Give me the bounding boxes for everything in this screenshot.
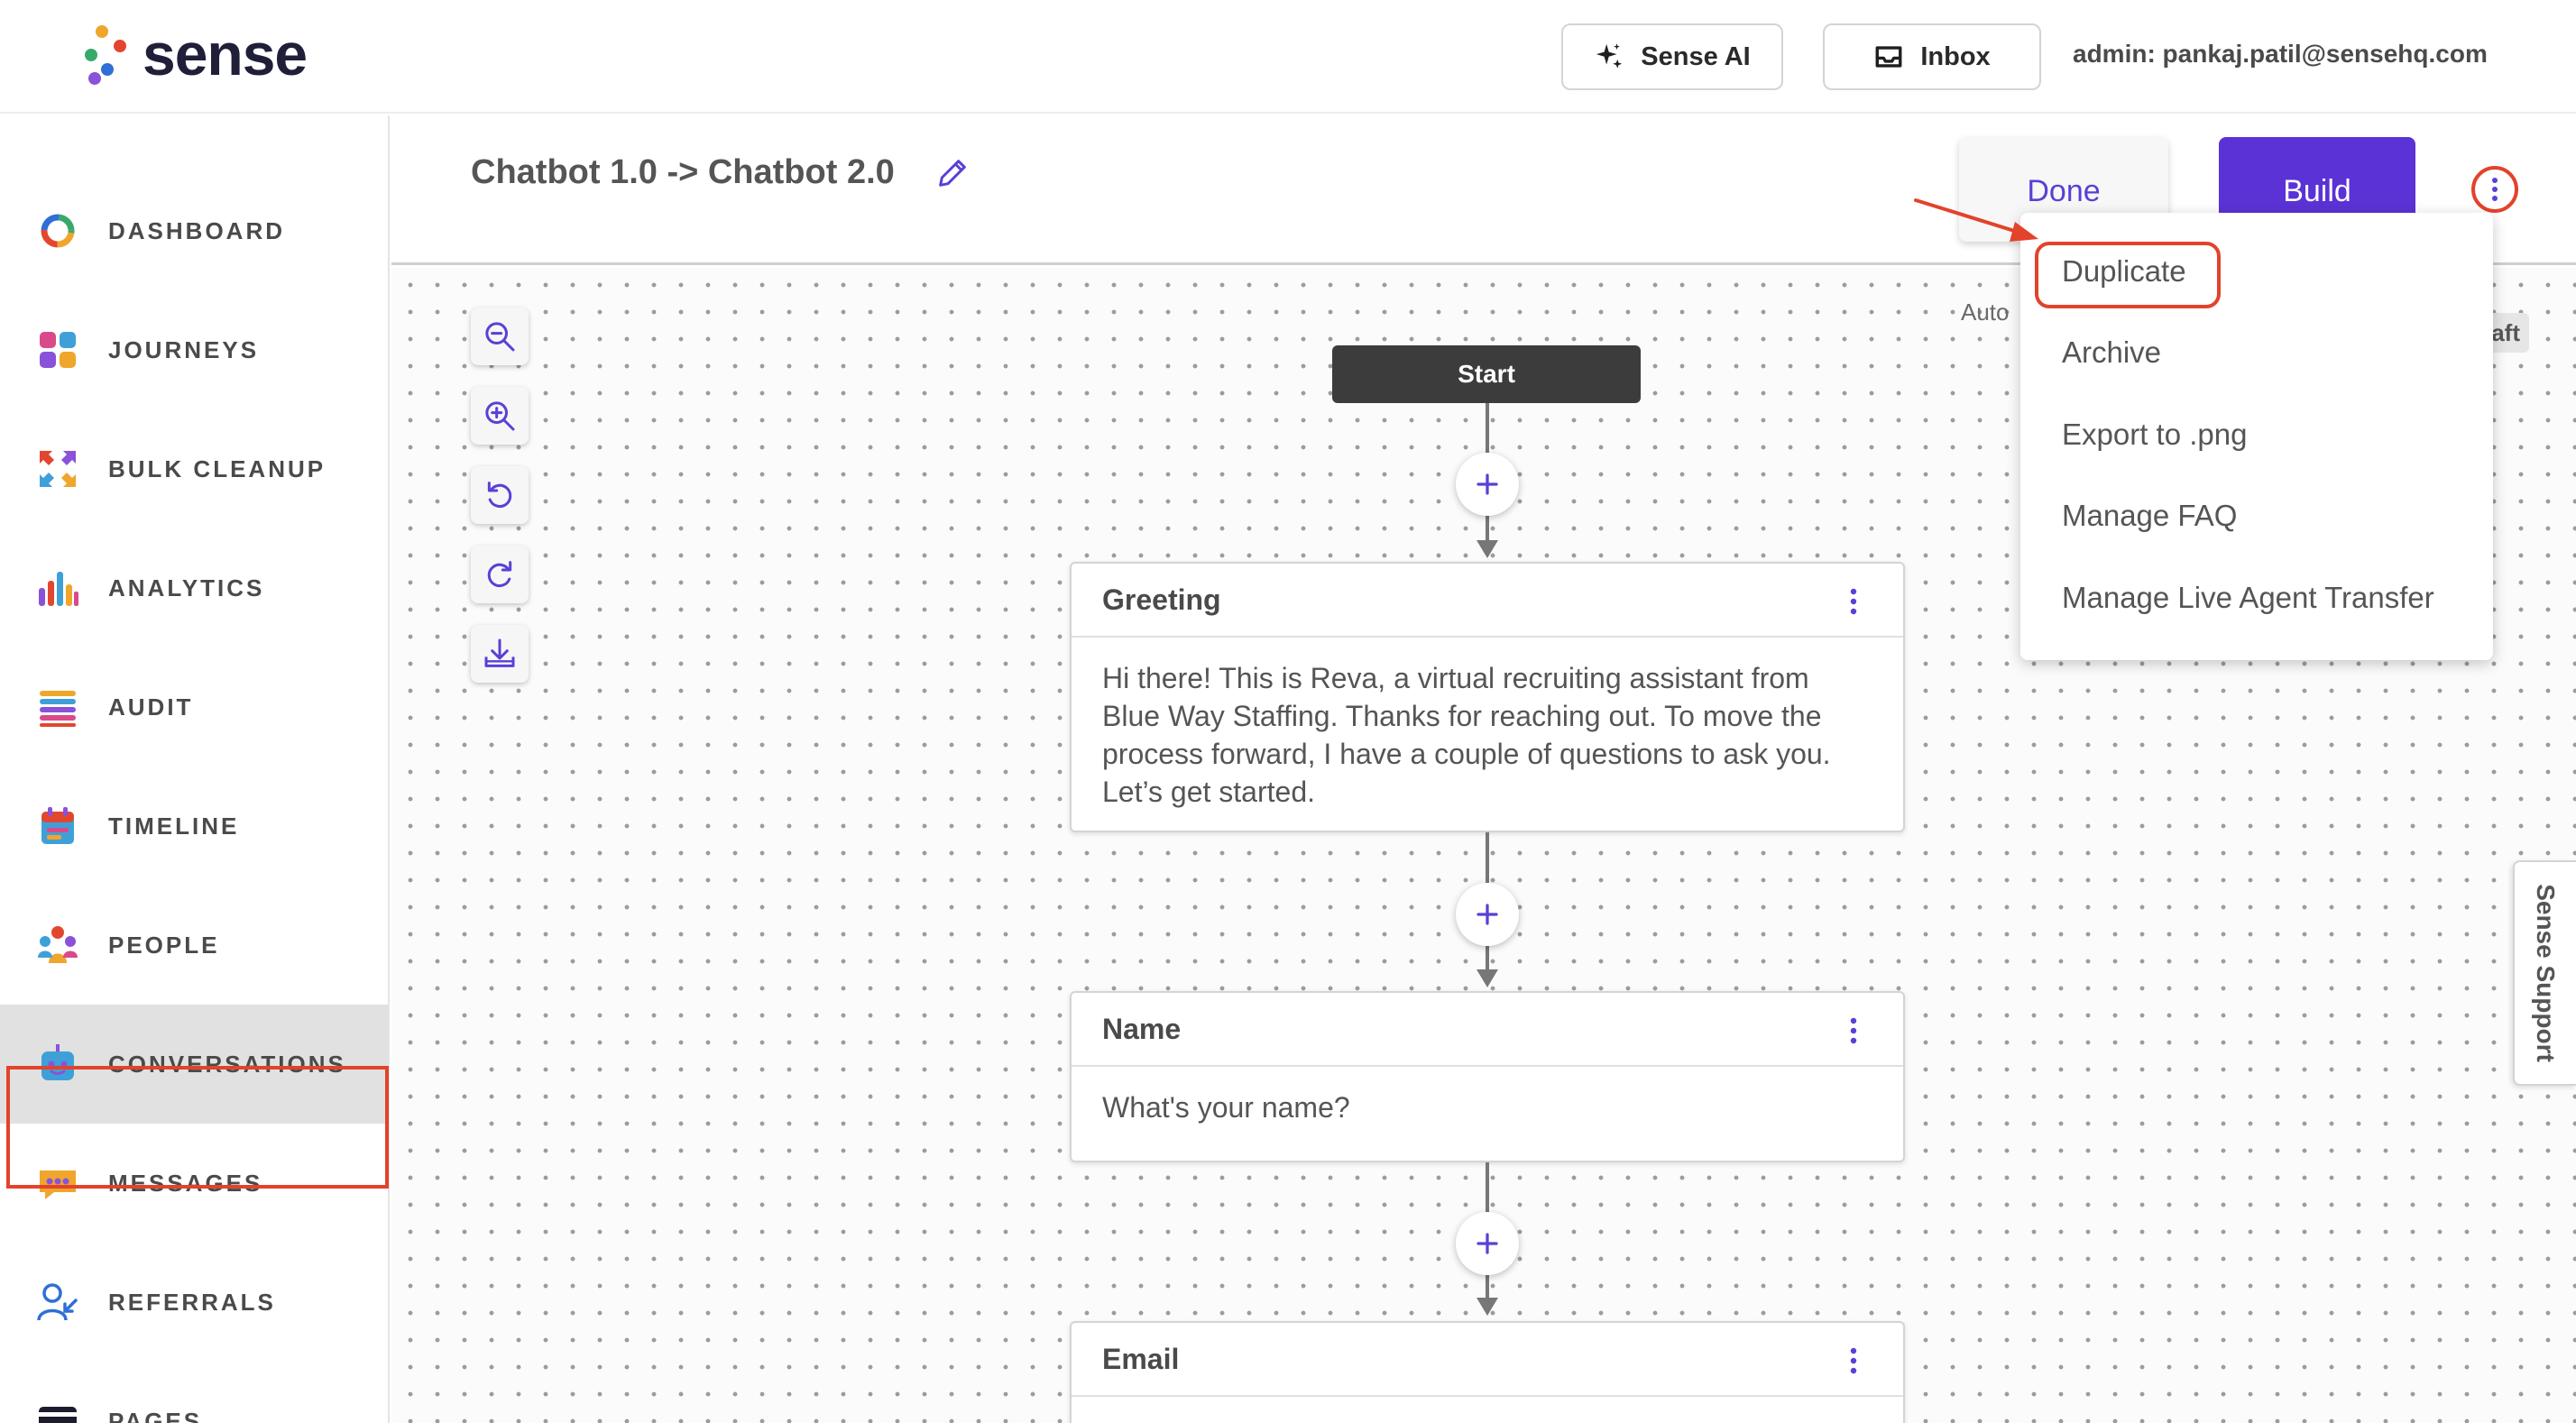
menu-item-duplicate[interactable]: Duplicate	[2062, 254, 2186, 288]
pencil-edit-icon[interactable]	[934, 155, 971, 191]
conversations-bot-icon	[41, 1044, 74, 1080]
menu-item-archive[interactable]: Archive	[2062, 335, 2162, 369]
annotation-arrow-icon	[1914, 198, 2038, 242]
logo-dots-icon	[83, 22, 128, 87]
sidebar-item-label: PEOPLE	[108, 931, 220, 959]
plus-icon	[1477, 1233, 1498, 1254]
connector-line	[1486, 1162, 1489, 1226]
zoom-out-button[interactable]	[471, 308, 529, 365]
connector-line	[1486, 832, 1489, 895]
zoom-in-button[interactable]	[471, 387, 529, 445]
more-options-menu: Duplicate Archive Export to .png Manage …	[2020, 213, 2493, 660]
menu-item-live-agent-transfer[interactable]: Manage Live Agent Transfer	[2062, 581, 2434, 614]
add-step-button[interactable]	[1456, 883, 1519, 946]
sense-logo[interactable]: sense	[83, 21, 308, 87]
sidebar-item-pages[interactable]: PAGES	[0, 1362, 388, 1423]
duplicate-highlight-box	[2035, 242, 2221, 308]
flow-canvas[interactable]: Auto aft Start Greeting Hi there! This i…	[391, 268, 2576, 1423]
connector-line	[1486, 403, 1489, 475]
sidebar-item-analytics[interactable]: ANALYTICS	[0, 528, 388, 647]
plus-icon	[1477, 473, 1498, 495]
auto-label: Auto	[1961, 298, 2010, 326]
node-title: Greeting	[1102, 583, 1221, 616]
sense-ai-label: Sense AI	[1641, 41, 1751, 71]
greeting-node-card[interactable]: Greeting Hi there! This is Reva, a virtu…	[1070, 562, 1905, 832]
download-icon	[484, 638, 515, 667]
dashboard-ring-icon	[41, 214, 75, 248]
bulk-cleanup-arrows-icon	[40, 451, 76, 487]
sidebar-item-timeline[interactable]: TIMELINE	[0, 767, 388, 886]
sidebar-item-label: MESSAGES	[108, 1169, 263, 1197]
node-kebab-icon[interactable]	[1849, 1346, 1858, 1375]
support-label: Sense Support	[2532, 884, 2560, 1062]
sidebar-item-audit[interactable]: AUDIT	[0, 647, 388, 767]
sense-support-tab[interactable]: Sense Support	[2513, 860, 2576, 1086]
add-step-button[interactable]	[1456, 453, 1519, 516]
download-button[interactable]	[471, 625, 529, 683]
node-title: Email	[1102, 1342, 1180, 1375]
more-options-button[interactable]	[2471, 166, 2518, 213]
node-title: Name	[1102, 1012, 1182, 1045]
connector-line	[1486, 935, 1489, 971]
menu-item-manage-faq[interactable]: Manage FAQ	[2062, 499, 2238, 532]
sidebar-item-dashboard[interactable]: DASHBOARD	[0, 171, 388, 290]
sidebar-item-conversations[interactable]: CONVERSATIONS	[0, 1005, 388, 1124]
sidebar-item-label: BULK CLEANUP	[108, 454, 327, 482]
inbox-tray-icon	[1875, 46, 1902, 68]
connector-line	[1486, 510, 1489, 544]
node-kebab-icon[interactable]	[1849, 1016, 1858, 1045]
sidebar-item-label: CONVERSATIONS	[108, 1050, 346, 1078]
sidebar-item-label: TIMELINE	[108, 812, 240, 840]
sidebar-item-people[interactable]: PEOPLE	[0, 886, 388, 1005]
plus-icon	[1477, 904, 1498, 925]
sidebar-item-bulk-cleanup[interactable]: BULK CLEANUP	[0, 409, 388, 528]
logo-text: sense	[143, 21, 308, 87]
analytics-bars-icon	[39, 572, 78, 606]
redo-button[interactable]	[471, 546, 529, 603]
sidebar-item-label: JOURNEYS	[108, 335, 260, 363]
undo-button[interactable]	[471, 466, 529, 524]
sidebar: DASHBOARD JOURNEYS BULK CLEANUP	[0, 115, 390, 1423]
menu-item-export-png[interactable]: Export to .png	[2062, 418, 2248, 451]
admin-account-label[interactable]: admin: pankaj.patil@sensehq.com	[2073, 40, 2488, 68]
sparkle-icon	[1596, 43, 1623, 69]
sense-ai-button[interactable]: Sense AI	[1561, 23, 1783, 90]
messages-bubble-icon	[40, 1171, 76, 1199]
zoom-out-icon	[485, 322, 515, 352]
timeline-calendar-icon	[41, 807, 74, 844]
journeys-grid-icon	[40, 332, 76, 368]
sidebar-item-label: ANALYTICS	[108, 574, 265, 601]
page-title: Chatbot 1.0 -> Chatbot 2.0	[471, 153, 895, 191]
connector-line	[1486, 1263, 1489, 1299]
arrow-down-icon	[1477, 540, 1498, 558]
pages-card-icon	[39, 1407, 77, 1423]
audit-list-icon	[40, 691, 76, 727]
sidebar-item-label: PAGES	[108, 1407, 203, 1423]
arrow-down-icon	[1477, 969, 1498, 987]
node-kebab-icon[interactable]	[1849, 587, 1858, 616]
name-node-card[interactable]: Name What's your name?	[1070, 991, 1905, 1162]
start-node[interactable]: Start	[1332, 345, 1641, 403]
inbox-button[interactable]: Inbox	[1823, 23, 2041, 90]
referrals-user-icon	[37, 1283, 78, 1321]
node-text: Hi there! This is Reva, a virtual recrui…	[1102, 662, 1831, 808]
undo-icon	[487, 482, 512, 509]
sidebar-item-referrals[interactable]: REFERRALS	[0, 1243, 388, 1362]
sidebar-item-label: AUDIT	[108, 693, 194, 721]
kebab-menu-icon	[2492, 178, 2498, 201]
top-header: sense Sense AI Inbox admin: pankaj.patil…	[0, 0, 2576, 114]
inbox-label: Inbox	[1920, 41, 1991, 71]
sidebar-item-messages[interactable]: MESSAGES	[0, 1124, 388, 1243]
people-group-icon	[38, 926, 78, 963]
sidebar-item-journeys[interactable]: JOURNEYS	[0, 290, 388, 409]
node-text: What's your name?	[1102, 1091, 1350, 1124]
add-step-button[interactable]	[1456, 1212, 1519, 1275]
arrow-down-icon	[1477, 1298, 1498, 1316]
email-node-card[interactable]: Email	[1070, 1321, 1905, 1423]
zoom-in-icon	[485, 401, 515, 431]
sidebar-item-label: DASHBOARD	[108, 216, 285, 244]
redo-icon	[487, 561, 512, 588]
sidebar-item-label: REFERRALS	[108, 1288, 276, 1316]
